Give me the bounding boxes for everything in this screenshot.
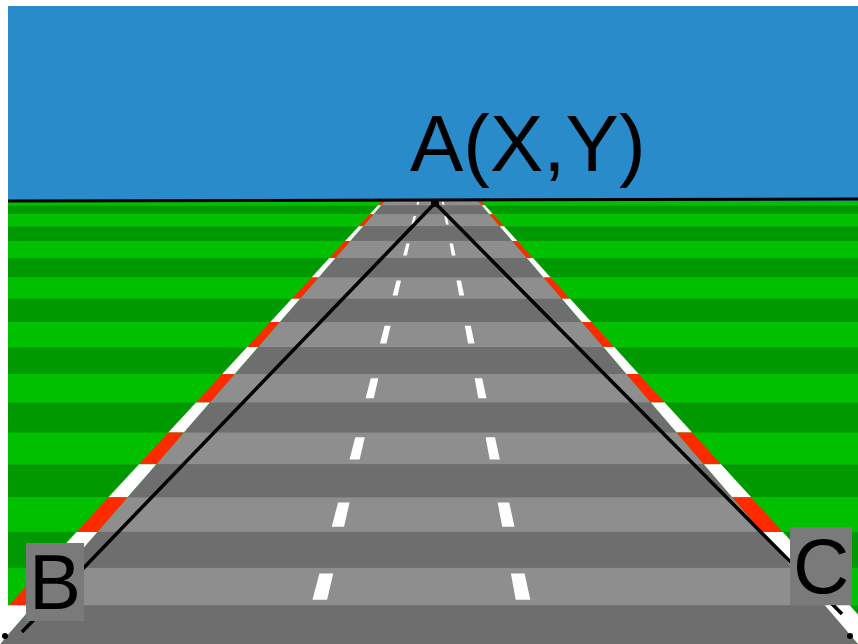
point-label: C	[790, 527, 852, 605]
kerb-block	[270, 299, 300, 322]
kerb-block	[345, 226, 363, 241]
lane-dash	[465, 326, 475, 344]
point-b	[2, 633, 8, 639]
right-edge-line	[435, 203, 842, 614]
kerb-block	[247, 322, 280, 347]
lane-dash	[393, 281, 401, 296]
kerb-block	[77, 497, 128, 532]
point-c	[847, 633, 853, 639]
point-a	[431, 199, 439, 207]
kerb-block	[359, 214, 374, 226]
lane-dash	[475, 378, 487, 398]
kerb-block	[329, 241, 350, 258]
kerb-block	[562, 299, 592, 322]
road-band	[0, 299, 858, 323]
kerb-block	[108, 464, 156, 497]
kerb-block	[500, 226, 518, 241]
left-edge-line	[22, 203, 435, 632]
road-band	[0, 347, 858, 374]
kerb-block	[489, 214, 504, 226]
road-band	[0, 214, 858, 227]
road-band	[0, 532, 858, 568]
kerb-block	[312, 258, 336, 277]
kerb-block	[603, 347, 638, 374]
road-band	[0, 277, 858, 299]
lane-dash	[366, 378, 379, 398]
lane-dash	[313, 574, 334, 600]
road-band	[0, 258, 858, 278]
road-band	[0, 402, 858, 433]
lane-dash	[417, 202, 420, 205]
lane-dash	[403, 244, 410, 256]
kerb-block	[478, 201, 485, 205]
lane-dash	[332, 503, 350, 527]
lane-dashes	[313, 202, 531, 600]
road-band	[0, 464, 858, 498]
kerb-block	[544, 277, 571, 298]
kerb-block	[222, 347, 258, 374]
kerb-block	[482, 205, 493, 214]
kerb-block	[196, 374, 235, 403]
kerb-block	[139, 433, 184, 465]
road-band	[0, 605, 858, 644]
point-label: B	[26, 543, 84, 621]
point-label: A(X,Y)	[410, 104, 646, 184]
lane-dash	[380, 326, 391, 344]
lane-dash	[450, 244, 456, 256]
road	[0, 201, 858, 644]
kerb-block	[582, 322, 615, 347]
kerb-block	[677, 433, 721, 465]
road-band	[0, 374, 858, 403]
sky	[8, 6, 858, 202]
kerb-block	[626, 374, 664, 403]
road-band	[0, 433, 858, 465]
lane-dash	[350, 437, 365, 459]
lane-dash	[511, 574, 530, 600]
kerb-block	[378, 201, 385, 205]
kerb-block	[527, 258, 551, 277]
lane-dash	[442, 202, 445, 205]
lane-dash	[456, 281, 464, 296]
kerbs	[0, 201, 858, 644]
lane-dash	[498, 503, 515, 527]
road-band	[0, 226, 858, 241]
kerb-block	[168, 403, 210, 433]
road-band	[0, 568, 858, 606]
lane-dash	[486, 437, 500, 459]
road-band	[0, 322, 858, 348]
road-band	[0, 241, 858, 259]
kerb-block	[292, 277, 319, 298]
kerb-block	[512, 241, 533, 258]
kerb-block	[370, 205, 381, 214]
